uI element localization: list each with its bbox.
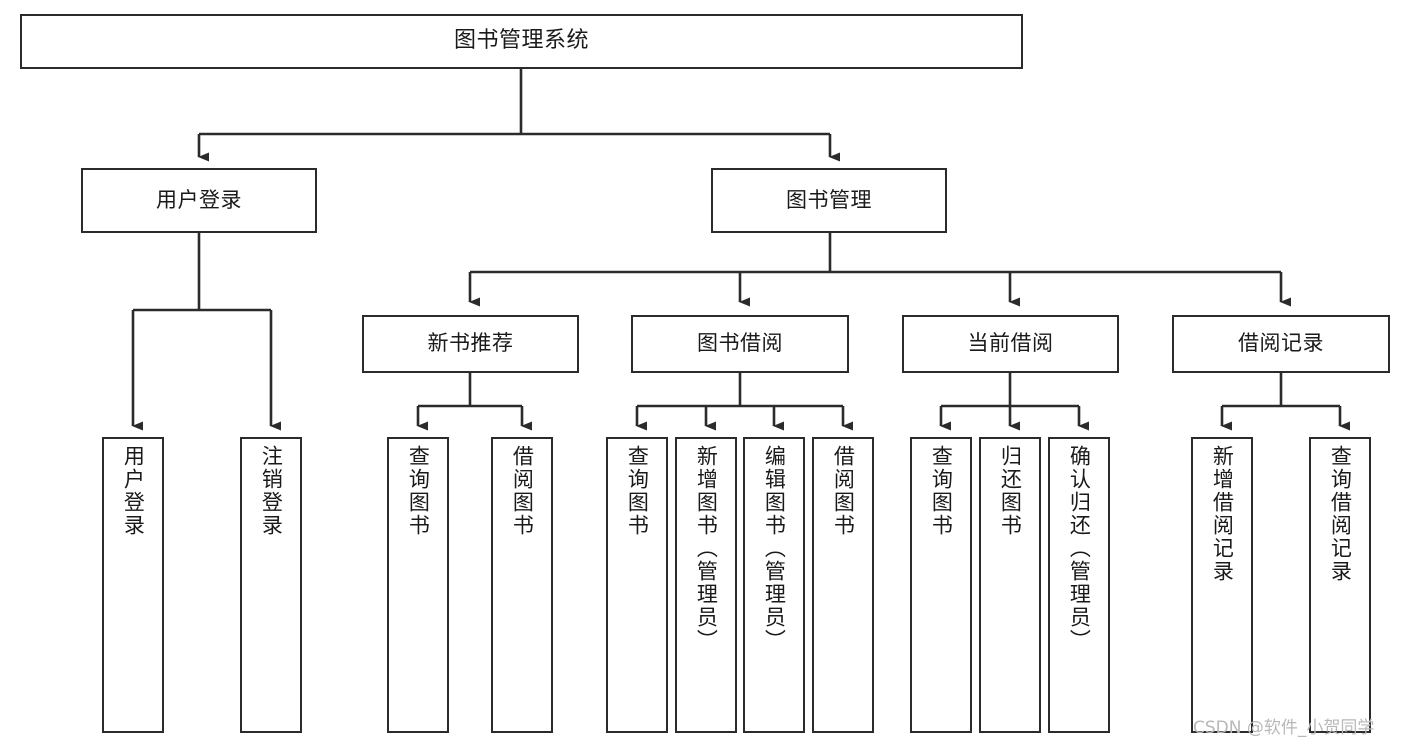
node-label: 注销登录 — [259, 445, 284, 537]
leaf-new-book-query-books[interactable]: 查询图书 — [387, 437, 449, 733]
node-label: 新增图书（管理员） — [694, 445, 719, 652]
node-label: 借阅记录 — [1238, 331, 1324, 356]
node-borrow-records[interactable]: 借阅记录 — [1172, 315, 1390, 373]
leaf-current-return-books[interactable]: 归还图书 — [979, 437, 1041, 733]
node-label: 用户登录 — [156, 187, 242, 212]
node-label: 归还图书 — [998, 445, 1023, 537]
connector-lines — [131, 69, 1350, 431]
node-label: 借阅图书 — [831, 445, 856, 537]
node-label: 查询图书 — [625, 445, 650, 537]
node-user-login[interactable]: 用户登录 — [81, 168, 317, 233]
node-label: 借阅图书 — [510, 445, 535, 537]
node-current-borrowing[interactable]: 当前借阅 — [902, 315, 1119, 373]
leaf-current-query-books[interactable]: 查询图书 — [910, 437, 972, 733]
node-label: 查询图书 — [929, 445, 954, 537]
node-label: 图书管理系统 — [453, 28, 589, 54]
node-label: 编辑图书（管理员） — [762, 445, 787, 652]
node-label: 新增借阅记录 — [1210, 445, 1235, 583]
leaf-borrow-add-book-admin[interactable]: 新增图书（管理员） — [675, 437, 737, 733]
node-new-book-recommendation[interactable]: 新书推荐 — [362, 315, 579, 373]
node-label: 图书借阅 — [697, 331, 783, 356]
node-book-borrowing[interactable]: 图书借阅 — [631, 315, 849, 373]
leaf-records-query-record[interactable]: 查询借阅记录 — [1309, 437, 1371, 733]
node-label: 查询图书 — [406, 445, 431, 537]
node-label: 图书管理 — [786, 187, 872, 212]
leaf-borrow-borrow-books[interactable]: 借阅图书 — [812, 437, 874, 733]
leaf-new-book-borrow-books[interactable]: 借阅图书 — [491, 437, 553, 733]
watermark-text: CSDN @软件_小贺同学 — [1193, 718, 1375, 738]
leaf-current-confirm-return-admin[interactable]: 确认归还（管理员） — [1048, 437, 1110, 733]
node-label: 用户登录 — [121, 445, 146, 537]
leaf-user-login-sign-out[interactable]: 注销登录 — [240, 437, 302, 733]
leaf-borrow-edit-book-admin[interactable]: 编辑图书（管理员） — [743, 437, 805, 733]
node-label: 新书推荐 — [427, 331, 514, 356]
node-label: 当前借阅 — [967, 331, 1054, 356]
node-root-book-management-system[interactable]: 图书管理系统 — [20, 14, 1023, 69]
node-book-management[interactable]: 图书管理 — [711, 168, 947, 233]
leaf-user-login-sign-in[interactable]: 用户登录 — [102, 437, 164, 733]
node-label: 确认归还（管理员） — [1067, 445, 1092, 652]
leaf-borrow-query-books[interactable]: 查询图书 — [606, 437, 668, 733]
leaf-records-add-record[interactable]: 新增借阅记录 — [1191, 437, 1253, 733]
node-label: 查询借阅记录 — [1328, 445, 1353, 583]
